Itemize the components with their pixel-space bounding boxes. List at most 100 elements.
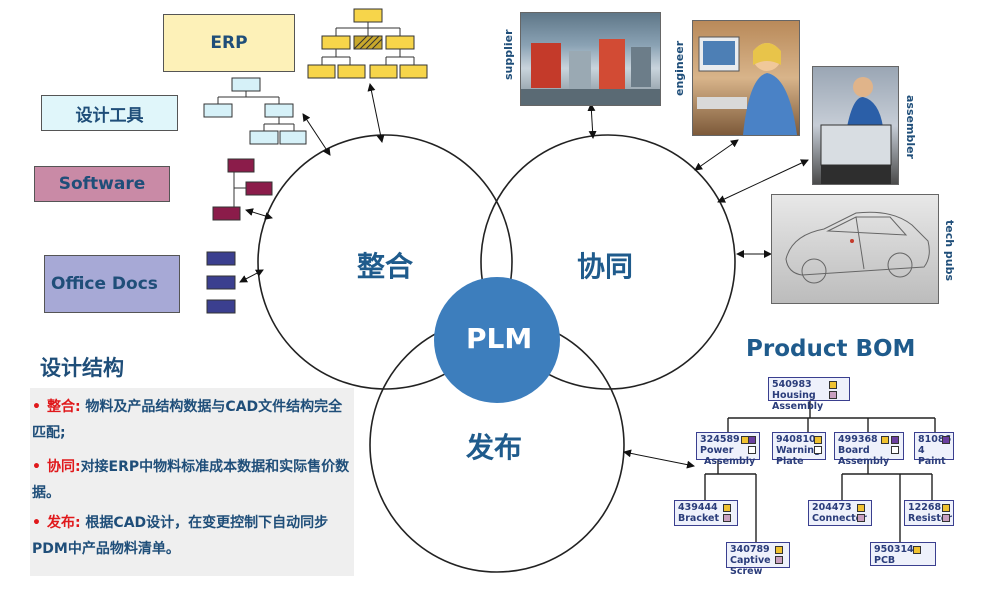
software-box: Software xyxy=(34,166,170,202)
bom-node-name: Connector xyxy=(812,513,867,524)
status-square-icon xyxy=(814,446,822,454)
bullet-text: 对接ERP中物料标准成本数据和实际售价数据。 xyxy=(32,459,350,501)
bom-node-name: Board xyxy=(838,445,870,456)
person-icon xyxy=(697,36,797,135)
status-square-icon xyxy=(829,381,837,389)
bom-node-extra: Plate xyxy=(776,456,804,467)
bom-node-499368: 499368 Board Assembly xyxy=(834,432,904,467)
bom-node-extra: Assembly xyxy=(838,456,890,467)
bom-node-name: Resistor xyxy=(908,513,953,524)
arrow-software xyxy=(245,208,273,220)
status-square-icon xyxy=(829,391,837,399)
assembler-label: assembler xyxy=(904,95,917,159)
arrow-bom xyxy=(623,449,695,469)
plm-label: PLM xyxy=(466,322,533,355)
collaborate-label: 协同 xyxy=(577,250,634,283)
status-square-icon xyxy=(942,504,950,512)
bom-node-name: Warning xyxy=(776,445,821,456)
bom-tree-lines xyxy=(704,400,936,542)
bullet-key: 整合: xyxy=(46,399,81,415)
office-docs-box: Office Docs xyxy=(44,255,180,313)
status-square-icon xyxy=(881,436,889,444)
bom-node-340789: 340789 Captive Screw xyxy=(726,542,790,577)
status-square-icon xyxy=(942,436,950,444)
bom-node-81086: 81086 4 Paint xyxy=(914,432,954,467)
status-square-icon xyxy=(942,514,950,522)
design-structure-title: 设计结构 xyxy=(40,356,124,380)
bom-node-id: 950314 xyxy=(874,544,914,555)
bom-node-324589: 324589 Power Assembly xyxy=(696,432,760,467)
status-square-icon xyxy=(891,446,899,454)
bom-node-extra: Assembly xyxy=(772,401,824,412)
collaborate-circle xyxy=(480,134,736,390)
bom-node-name: Power xyxy=(700,445,734,456)
integrate-label: 整合 xyxy=(357,250,414,283)
bom-node-id: 81086 xyxy=(918,434,952,445)
bullet-text: 根据CAD设计，在变更控制下自动同步PDM中产品物料清单。 xyxy=(32,515,329,557)
bom-node-204473: 204473 Connector xyxy=(808,500,872,526)
arrow-supplier xyxy=(587,103,597,139)
office-docs-stack-icon xyxy=(206,251,236,314)
worker-icon xyxy=(820,77,892,184)
integrate-circle xyxy=(257,134,513,390)
bom-node-id: 324589 xyxy=(700,434,740,445)
bom-node-id: 12268 xyxy=(908,502,942,513)
status-square-icon xyxy=(775,556,783,564)
bullet-release: • 发布: 根据CAD设计，在变更控制下自动同步PDM中产品物料清单。 xyxy=(32,510,350,562)
status-square-icon xyxy=(891,436,899,444)
bom-node-950314: 950314 PCB xyxy=(870,542,936,566)
arrow-org-yellow xyxy=(367,83,385,143)
arrow-assembler xyxy=(717,159,809,203)
engineer-label: engineer xyxy=(673,40,686,96)
bullet-text: 物料及产品结构数据与CAD文件结构完全匹配; xyxy=(32,399,343,441)
status-square-icon xyxy=(857,504,865,512)
design-tools-box: 设计工具 xyxy=(41,95,178,131)
design-structure-panel: • 整合: 物料及产品结构数据与CAD文件结构完全匹配; •协同:对接ERP中物料… xyxy=(30,388,354,576)
arrow-office xyxy=(239,269,264,283)
bullet-collaborate: •协同:对接ERP中物料标准成本数据和实际售价数据。 xyxy=(32,454,350,506)
status-square-icon xyxy=(723,504,731,512)
status-square-icon xyxy=(723,514,731,522)
arrow-erp xyxy=(302,113,331,156)
car-wireframe-icon xyxy=(785,211,930,284)
bom-node-name: 4 xyxy=(918,445,925,456)
erp-tree-icon xyxy=(307,8,428,79)
bom-node-name: Bracket xyxy=(678,513,720,524)
bom-node-id: 204473 xyxy=(812,502,852,513)
software-tree-icon xyxy=(212,158,273,221)
bom-node-540983: 540983 Housing Assembly xyxy=(768,377,850,412)
bom-node-name: Housing xyxy=(772,390,816,401)
status-square-icon xyxy=(748,436,756,444)
tech-pubs-label: tech pubs xyxy=(943,220,956,282)
design-tools-tree-icon xyxy=(203,77,307,145)
bom-node-id: 540983 xyxy=(772,379,812,390)
erp-box: ERP xyxy=(163,14,295,72)
status-square-icon xyxy=(857,514,865,522)
bom-node-439444: 439444 Bracket xyxy=(674,500,738,526)
bom-node-id: 340789 xyxy=(730,544,770,555)
bullet-dot-icon: • xyxy=(32,399,41,415)
assembler-photo xyxy=(812,66,899,185)
bom-node-id: 499368 xyxy=(838,434,878,445)
bom-node-extra: Screw xyxy=(730,566,763,577)
factory-icon xyxy=(521,39,660,105)
bom-node-extra: Assembly xyxy=(704,456,756,467)
tech-pubs-photo xyxy=(771,194,939,304)
bom-node-id: 439444 xyxy=(678,502,718,513)
bom-title: Product BOM xyxy=(746,336,916,362)
bom-node-name: Captive xyxy=(730,555,771,566)
bullet-dot-icon: • xyxy=(32,459,41,475)
bullet-dot-icon: • xyxy=(32,515,41,531)
bullet-integrate: • 整合: 物料及产品结构数据与CAD文件结构完全匹配; xyxy=(32,394,350,446)
status-square-icon xyxy=(775,546,783,554)
supplier-photo xyxy=(520,12,661,106)
release-label: 发布 xyxy=(466,431,523,464)
bom-node-name: PCB xyxy=(874,555,896,566)
bom-node-12268: 12268 Resistor xyxy=(904,500,954,526)
supplier-label: supplier xyxy=(502,29,515,80)
plm-circle xyxy=(434,277,560,403)
bullet-key: 发布: xyxy=(46,515,81,531)
status-square-icon xyxy=(814,436,822,444)
status-square-icon xyxy=(748,446,756,454)
